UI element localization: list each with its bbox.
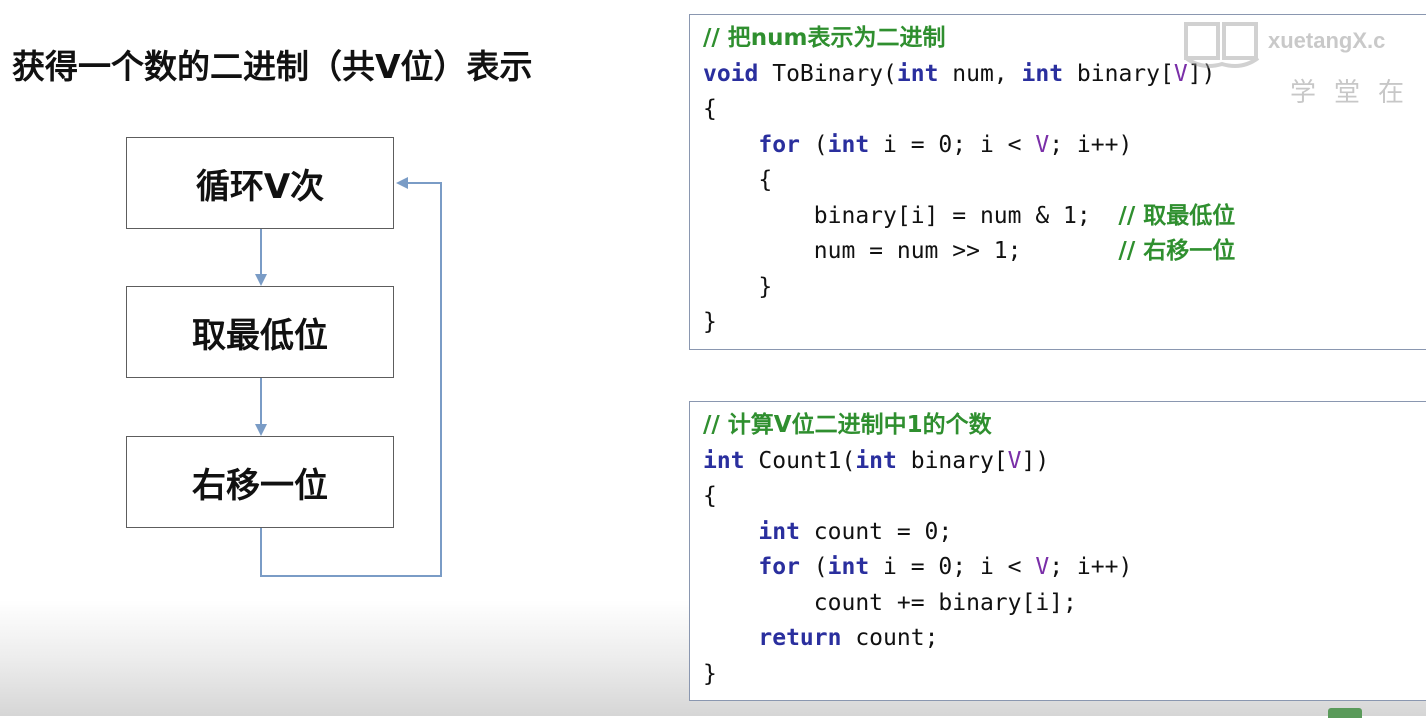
flow-step-loop: 循环V次 [126, 137, 394, 229]
code-text: } [703, 309, 717, 335]
code-line: int count = 0; [703, 515, 1426, 551]
code-panel-tobinary: // 把num表示为二进制 void ToBinary(int num, int … [689, 14, 1426, 350]
code-comment: // 计算V位二进制中1的个数 [703, 412, 992, 438]
watermark-brand: xuetangX.c [1268, 28, 1386, 53]
code-keyword: return [758, 625, 842, 651]
code-text: { [703, 483, 717, 509]
code-macro: V [1173, 60, 1188, 87]
code-text: count += binary[i]; [703, 589, 1077, 616]
code-text: ]) [1187, 60, 1216, 87]
watermark-subtitle: 学堂在 [1290, 78, 1423, 108]
code-text: ( [799, 554, 828, 580]
flow-step-lowest-bit: 取最低位 [126, 286, 394, 378]
code-line: { [703, 92, 1426, 128]
code-text: ToBinary( [758, 60, 897, 87]
loop-back-arrow [260, 177, 442, 577]
code-text [703, 554, 758, 580]
code-text: { [703, 167, 773, 193]
code-keyword: void [703, 60, 759, 87]
code-line: return count; [703, 621, 1426, 657]
code-text [703, 519, 758, 545]
code-keyword: int [827, 131, 870, 158]
code-keyword: int [758, 518, 800, 545]
code-line: // 把num表示为二进制 [703, 21, 1426, 57]
code-text: i = 0; i < [869, 131, 1036, 158]
code-line: void ToBinary(int num, int binary[V]) [703, 57, 1426, 93]
code-text: { [703, 96, 717, 122]
flow-step-shift-right: 右移一位 [126, 436, 394, 528]
code-line: } [703, 270, 1426, 306]
code-line: binary[i] = num & 1; // 取最低位 [703, 199, 1426, 235]
code-line: count += binary[i]; [703, 586, 1426, 622]
code-macro: V [1035, 131, 1050, 158]
code-line: num = num >> 1; // 右移一位 [703, 234, 1426, 270]
code-text: ]) [1021, 447, 1050, 474]
code-comment: // 取最低位 [1118, 202, 1236, 229]
code-text: ( [799, 131, 828, 158]
corner-badge [1328, 708, 1362, 718]
code-text: count = 0; [799, 518, 953, 545]
code-text: ; i++) [1049, 554, 1133, 580]
slide-title: 获得一个数的二进制（共V位）表示 [12, 47, 533, 86]
code-text: binary[i] = num & 1; [703, 202, 1119, 229]
code-line: { [703, 163, 1426, 199]
code-macro: V [1035, 554, 1050, 580]
code-line: for (int i = 0; i < V; i++) [703, 128, 1426, 164]
code-line: } [703, 305, 1426, 341]
code-comment: // 右移一位 [1118, 238, 1236, 264]
code-line: int Count1(int binary[V]) [703, 444, 1426, 480]
code-keyword: int [855, 447, 897, 474]
flow-step-loop-label: 循环V次 [195, 166, 325, 207]
code-text: binary[ [896, 447, 1008, 474]
code-keyword: int [896, 60, 939, 87]
flow-step-shift-right-label: 右移一位 [192, 465, 328, 506]
flowchart-connectors [255, 177, 442, 577]
code-line: // 计算V位二进制中1的个数 [703, 408, 1426, 444]
code-text: } [703, 273, 773, 300]
code-text: binary[ [1063, 60, 1174, 87]
code-line: } [703, 657, 1426, 693]
code-text [703, 132, 758, 158]
code-text: ; i++) [1049, 131, 1133, 158]
book-logo-icon [1184, 22, 1260, 68]
code-text: num, [938, 60, 1022, 87]
code-comment: // 把num表示为二进制 [703, 25, 946, 51]
code-text [703, 625, 758, 651]
flow-step-lowest-bit-label: 取最低位 [192, 315, 328, 356]
code-keyword: int [827, 554, 870, 580]
watermark-logo: xuetangX.c [1182, 16, 1426, 96]
code-line: for (int i = 0; i < V; i++) [703, 550, 1426, 586]
code-keyword: int [1021, 60, 1064, 87]
code-keyword: for [758, 554, 800, 580]
code-text: } [703, 660, 717, 687]
code-text: i = 0; i < [869, 554, 1036, 580]
code-text: num = num >> 1; [703, 238, 1119, 264]
code-macro: V [1007, 447, 1022, 474]
code-line: { [703, 479, 1426, 515]
code-text: count; [841, 625, 939, 651]
code-text: Count1( [744, 447, 856, 474]
code-keyword: int [703, 447, 745, 474]
code-keyword: for [758, 131, 800, 158]
